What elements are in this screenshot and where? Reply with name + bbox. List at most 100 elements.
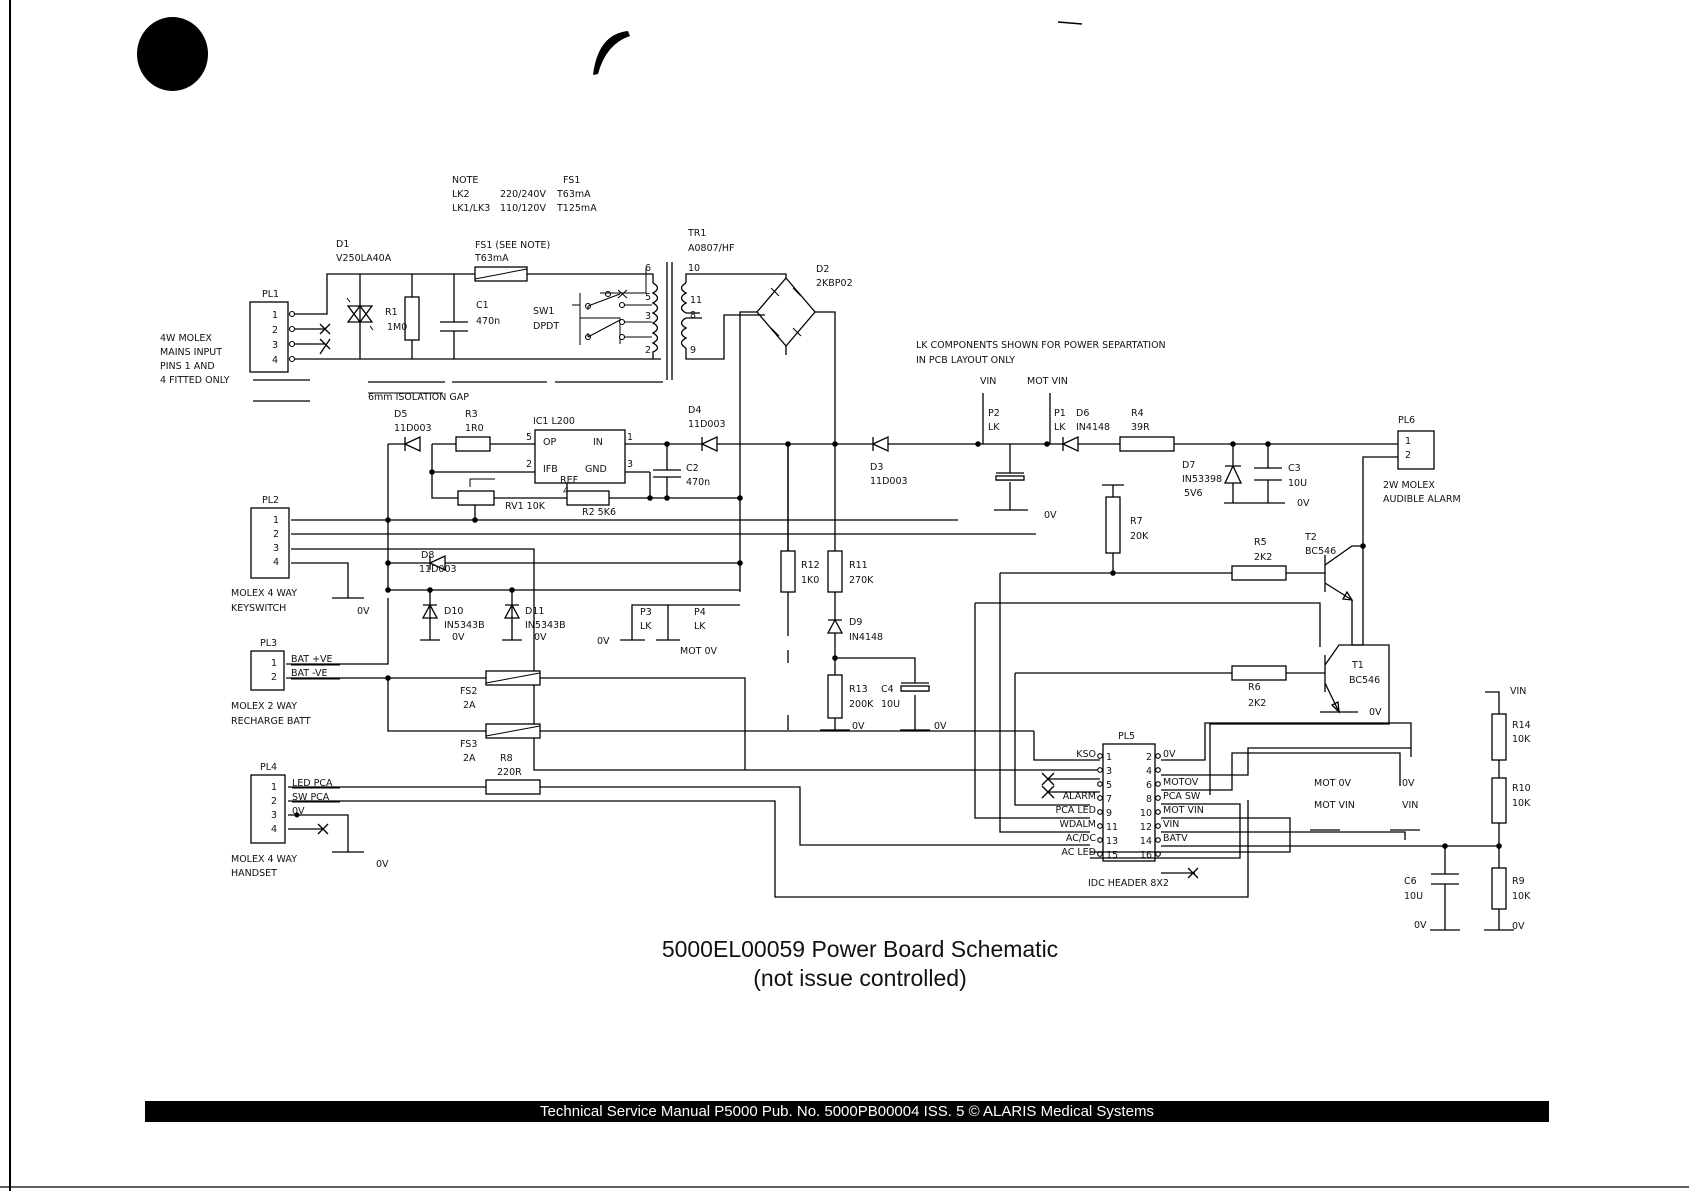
pl4-desc-2: HANDSET: [231, 868, 277, 879]
pl4-desc-1: MOLEX 4 WAY: [231, 854, 297, 865]
pl6-pin-2: 2: [1405, 450, 1411, 461]
pl2-ref: PL2: [262, 495, 279, 506]
pl5-pin-12-terminal: [1155, 823, 1161, 829]
pl3-bat-pos: BAT +VE: [291, 654, 333, 665]
pl6-ref: PL6: [1398, 415, 1415, 426]
ic1-pin2: 2: [526, 459, 532, 470]
d9-ref: D9: [849, 617, 862, 628]
r2-label: R2 5K6: [582, 507, 616, 518]
d2-ref: D2: [816, 264, 829, 275]
scan-artifact-arc: [593, 31, 630, 75]
pl5-pin-7-terminal: [1097, 795, 1103, 801]
vin-rail: VIN MOT VIN P2 LK P1 LK D6 IN4148 R4 39R…: [958, 376, 1461, 645]
tr1-pin-9: 9: [690, 345, 696, 356]
d7-ref: D7: [1182, 460, 1195, 471]
c2-d4-ref: D4: [688, 405, 701, 416]
pl5-pin-9-terminal: [1097, 809, 1103, 815]
vin-label: VIN: [980, 376, 996, 387]
d10-gnd: 0V: [452, 632, 465, 643]
alarm-driver: R7 20K R5 2K2 T2 BC546: [999, 484, 1390, 833]
r10-ref: R10: [1512, 783, 1531, 794]
r9-gnd: 0V: [1512, 921, 1525, 932]
pl5-pin-8-terminal: [1155, 795, 1161, 801]
pl4-gnd: 0V: [376, 859, 389, 870]
c3-gnd: 0V: [1297, 498, 1310, 509]
motor-driver: R6 2K2 T1 BC546 0V: [974, 602, 1382, 819]
caption-title: 5000EL00059 Power Board Schematic: [661, 936, 1059, 962]
tr1-pin-6: 6: [645, 263, 651, 274]
p3-value: LK: [640, 621, 652, 632]
tr1-pin-3: 3: [645, 311, 651, 322]
p3-ref: P3: [640, 607, 652, 618]
r14-ref: R14: [1512, 720, 1531, 731]
pl6-desc-1: 2W MOLEX: [1383, 480, 1435, 491]
r9-value: 10K: [1512, 891, 1531, 902]
pl3-bat-neg: BAT -VE: [291, 668, 327, 679]
pl5-pin-13-terminal: [1097, 837, 1103, 843]
note-row-2-voltage: 110/120V: [500, 203, 546, 214]
pl5-pin-1-number: 1: [1106, 752, 1112, 763]
pl5-pin-1-signal: KSO: [1076, 749, 1096, 760]
tr1-pin-5: 5: [645, 292, 651, 303]
ic1-pin4: 4: [563, 486, 569, 497]
tr1-pin-10: 10: [688, 263, 700, 274]
mains-wiring: D1 V250LA40A R1 1M0 C1 470n FS1 (SEE NOT…: [253, 228, 853, 592]
r10-value: 10K: [1512, 798, 1531, 809]
battery-divider: VIN R14 10K R10 10K R9 10K C6 10U 0V 0V: [1404, 686, 1531, 932]
pl5-pin-2-number: 2: [1146, 752, 1152, 763]
c6-gnd: 0V: [1414, 920, 1427, 931]
pl5-mot-vin: MOT VIN: [1314, 800, 1355, 811]
pl5-pin-6-terminal: [1155, 781, 1161, 787]
pl2-pin-3: 3: [273, 543, 279, 554]
r1-ref: R1: [385, 307, 398, 318]
r13-value: 200K: [849, 699, 874, 710]
pl4-ref: PL4: [260, 762, 277, 773]
t2-ref: T2: [1304, 532, 1317, 543]
p4-ref: P4: [694, 607, 706, 618]
punch-hole-mark: [137, 17, 208, 91]
pl2-pin-4: 4: [273, 557, 279, 568]
d5-ref: D5: [394, 409, 407, 420]
d5-value: 11D003: [394, 423, 432, 434]
note-block: NOTE FS1 LK2 220/240V T63mA LK1/LK3 110/…: [452, 175, 597, 214]
pl1-desc-3: PINS 1 AND: [160, 361, 215, 372]
pl5-pin-9-signal: PCA LED: [1056, 805, 1097, 816]
pl5-ov: 0V: [1402, 778, 1415, 789]
c1-ref: C1: [476, 300, 489, 311]
ic1-pin1: 1: [627, 432, 633, 443]
note-row-1-voltage: 220/240V: [500, 189, 546, 200]
pl4-pin-1: 1: [271, 782, 277, 793]
pl5-pin-15-signal: AC LED: [1061, 847, 1096, 858]
d10-value: IN5343B: [444, 620, 485, 631]
p3-gnd: 0V: [597, 636, 610, 647]
tr1-pin-8: 8: [690, 310, 696, 321]
caption-subtitle: (not issue controlled): [753, 965, 967, 991]
pl5-pin-4-terminal: [1155, 767, 1161, 773]
c1-value: 470n: [476, 316, 500, 327]
sense-divider: R12 1K0 R11 270K D9 IN4148 R13 200K C4 1…: [780, 444, 947, 732]
pl3-desc-2: RECHARGE BATT: [231, 716, 311, 727]
pl2-desc-2: KEYSWITCH: [231, 603, 286, 614]
pl5-ref: PL5: [1118, 731, 1135, 742]
r1-value: 1M0: [387, 322, 407, 333]
c4-ref: C4: [881, 684, 894, 695]
t1-ref: T1: [1351, 660, 1364, 671]
p2-value: LK: [988, 422, 1000, 433]
pl3-ref: PL3: [260, 638, 277, 649]
isolation-gap-label: 6mm ISOLATION GAP: [368, 392, 469, 403]
ic1-pin5: 5: [526, 432, 532, 443]
r9-ref: R9: [1512, 876, 1525, 887]
c2-ref: C2: [686, 463, 699, 474]
pl5-pin-9-number: 9: [1106, 808, 1112, 819]
connector-pl3: PL3 1 2 BAT +VE BAT -VE MOLEX 2 WAY RECH…: [231, 598, 1034, 778]
pl1-desc-1: 4W MOLEX: [160, 333, 212, 344]
d1-ref: D1: [336, 239, 349, 250]
pl5-pin-5-number: 5: [1106, 780, 1112, 791]
pl5-pin-11-signal: WDALM: [1059, 819, 1096, 830]
c4-gnd: 0V: [934, 721, 947, 732]
r11-ref: R11: [849, 560, 868, 571]
pl6-desc-2: AUDIBLE ALARM: [1383, 494, 1461, 505]
pl4-pin-3: 3: [271, 810, 277, 821]
d9-value: IN4148: [849, 632, 883, 643]
pl5-pin-13-number: 13: [1106, 836, 1118, 847]
